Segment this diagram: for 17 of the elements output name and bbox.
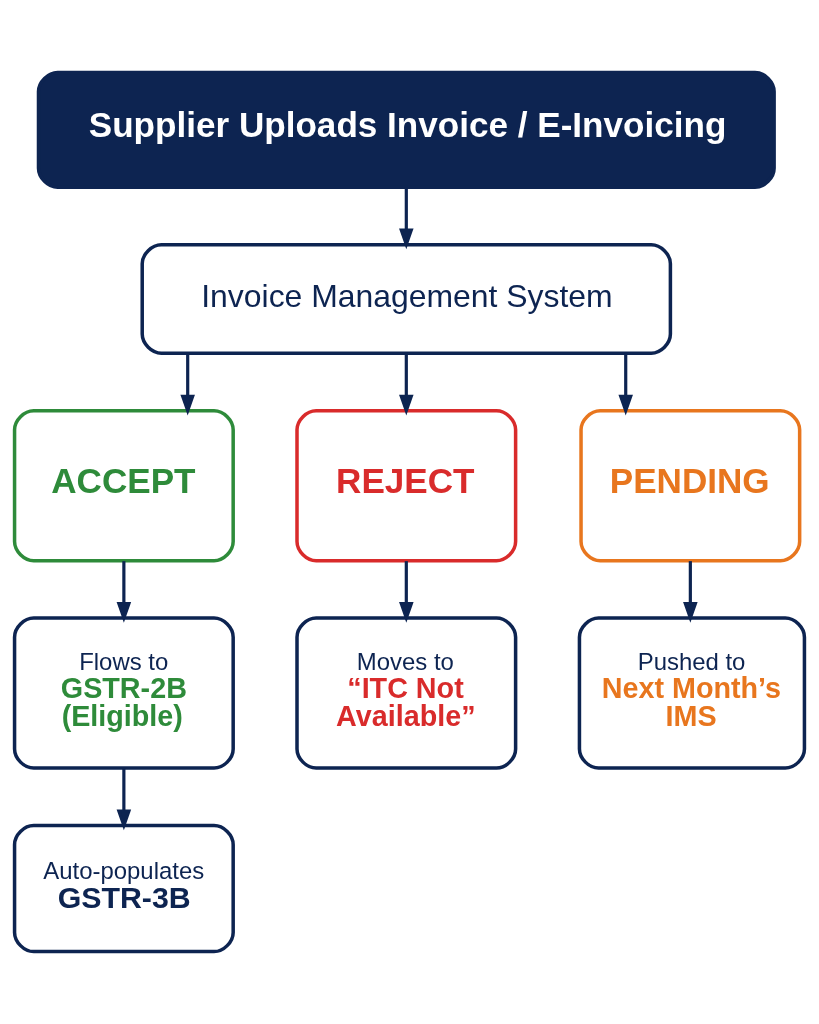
node-box: Pushed to Next Month’s IMS [577, 616, 807, 770]
node-box: Moves to “ITC Not Available” [295, 616, 518, 770]
arrow [618, 353, 633, 416]
node-box: Supplier Uploads Invoice / E-Invoicing [36, 70, 776, 190]
node-box: REJECT [295, 408, 518, 563]
arrow [399, 561, 414, 623]
node-box: PENDING [579, 408, 802, 563]
arrow [399, 353, 414, 416]
node-box: Auto-populates GSTR-3B [12, 823, 235, 954]
node-box: Invoice Management System [140, 242, 673, 355]
arrow [116, 561, 132, 623]
node-box: Flows to GSTR-2B (Eligible) [12, 616, 235, 770]
arrow [683, 561, 698, 623]
arrow [116, 768, 132, 831]
arrow [399, 187, 414, 250]
node-box: ACCEPT [12, 408, 235, 563]
arrow [180, 353, 195, 416]
